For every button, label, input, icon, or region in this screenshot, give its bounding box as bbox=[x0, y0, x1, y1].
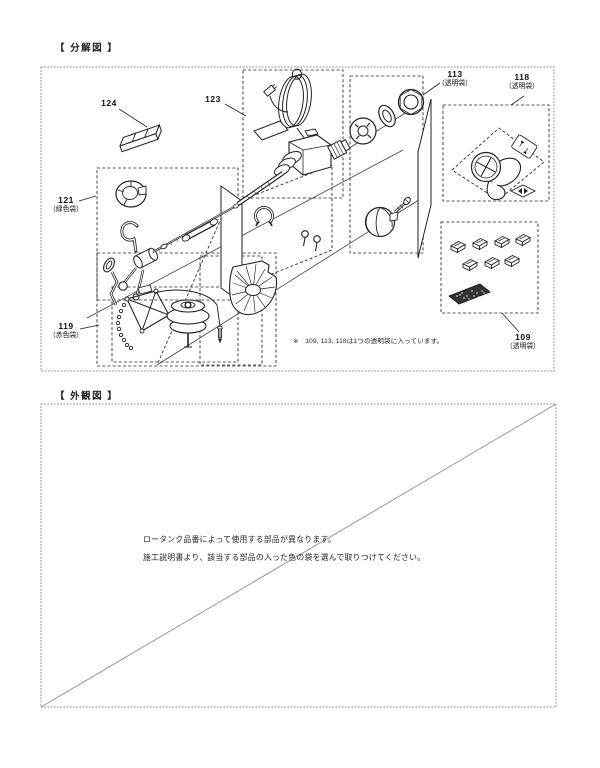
box-119-inner bbox=[111, 286, 239, 363]
eyelet-lever bbox=[103, 257, 119, 306]
part-label-121: 121 （緑色袋） bbox=[49, 195, 83, 213]
washer bbox=[378, 104, 396, 128]
j-hook bbox=[120, 221, 139, 253]
weight bbox=[216, 304, 223, 344]
part-label-124: 124 bbox=[101, 98, 117, 108]
part-119-group bbox=[115, 284, 223, 351]
handle-diamond-outline bbox=[451, 127, 545, 201]
cap bbox=[115, 180, 147, 208]
part-124-strip bbox=[119, 123, 162, 153]
external-view-text: ロータンク品番によって使用する部品が異なります。 施工説明書より、該当する部品の… bbox=[143, 531, 425, 566]
c-clip bbox=[254, 206, 274, 227]
perspective-diagonal-dashed bbox=[156, 197, 231, 366]
part-121-group bbox=[103, 180, 240, 306]
knob-and-screw bbox=[364, 196, 411, 238]
screw bbox=[394, 196, 411, 213]
part-123-valve-unit bbox=[236, 68, 351, 206]
external-view-line2: 施工説明書より、該当する部品の入った色の袋を選んで取りつけてください。 bbox=[143, 552, 426, 562]
part-label-118: 118 （透明袋） bbox=[505, 72, 539, 90]
part-109-clips bbox=[448, 234, 531, 305]
box-121 bbox=[96, 167, 239, 301]
nut bbox=[397, 88, 425, 116]
box-123 bbox=[242, 69, 344, 199]
fan-plate bbox=[229, 260, 278, 316]
right-plate bbox=[417, 98, 432, 259]
long-rod bbox=[152, 203, 240, 253]
part-label-109: 109 （透明袋） bbox=[506, 332, 540, 350]
spindle-lever bbox=[118, 247, 158, 301]
external-view-diagonal bbox=[40, 403, 557, 708]
box-109 bbox=[440, 221, 539, 314]
textured-sheet bbox=[448, 283, 491, 305]
label-card bbox=[253, 120, 289, 141]
box-119-outer bbox=[96, 252, 277, 367]
leader-lines bbox=[78, 82, 525, 333]
chain bbox=[115, 302, 134, 351]
handle-diamond-tag bbox=[509, 184, 537, 198]
exploded-view-title: 【 分解図 】 bbox=[55, 43, 119, 54]
handle-tag bbox=[511, 134, 538, 159]
part-113-rings bbox=[349, 88, 425, 145]
cable-connector bbox=[263, 84, 277, 97]
valve-rod bbox=[236, 171, 285, 206]
float bbox=[166, 299, 210, 348]
part-label-113: 113 （透明袋） bbox=[438, 69, 472, 87]
box-118 bbox=[442, 104, 550, 202]
threaded-stub bbox=[327, 138, 351, 160]
part-label-123: 123 bbox=[205, 94, 221, 104]
small-keys bbox=[301, 230, 321, 252]
external-view-title: 【 外観図 】 bbox=[55, 391, 119, 402]
part-118-handle bbox=[470, 134, 538, 201]
external-view-line1: ロータンク品番によって使用する部品が異なります。 bbox=[143, 535, 336, 544]
part-label-119: 119 （赤色袋） bbox=[49, 321, 83, 339]
bag-note: ※ 109, 113, 118は1つの透明袋に入っています。 bbox=[293, 338, 444, 345]
frame-boxes bbox=[40, 66, 557, 708]
